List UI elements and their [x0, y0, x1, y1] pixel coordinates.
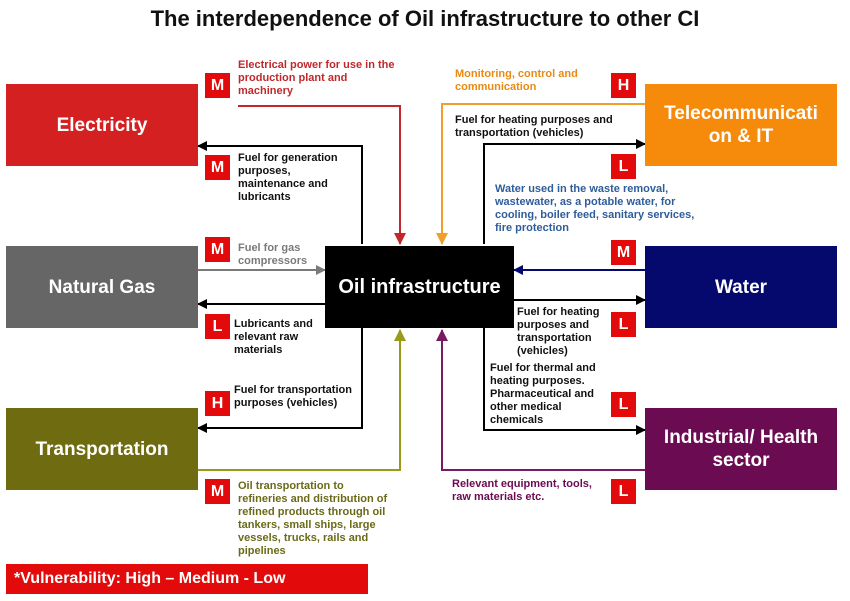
arrow-oil-to-telecom: [483, 139, 646, 244]
badge-gas-out: L: [205, 314, 230, 339]
label-ind-in: Relevant equipment, tools, raw materials…: [452, 478, 592, 503]
sector-natural-gas-label: Natural Gas: [48, 276, 156, 298]
badge-trans-out: H: [205, 391, 230, 416]
label-gas-out: Lubricants and relevant raw materials: [234, 318, 313, 356]
arrow-oil-to-electricity: [197, 141, 363, 244]
badge-gas-in: M: [205, 237, 230, 262]
label-ind-out: Fuel for thermal and heating purposes. P…: [490, 362, 596, 426]
sector-electricity: Electricity: [6, 84, 198, 166]
arrow-telecom-to-oil: [436, 103, 645, 245]
diagram-title: The interdependence of Oil infrastructur…: [150, 6, 700, 31]
badge-water-out: L: [611, 312, 636, 337]
sector-telecom: Telecommunicati on & IT: [645, 84, 837, 166]
badge-elec-in: M: [205, 73, 230, 98]
label-tele-out: Fuel for heating purposes and transporta…: [455, 114, 613, 139]
badge-water-in: M: [611, 240, 636, 265]
badge-elec-out: M: [205, 155, 230, 180]
sector-telecom-label: Telecommunicati on & IT: [664, 103, 818, 147]
label-gas-in: Fuel for gas compressors: [238, 242, 308, 267]
badge-ind-in: L: [611, 479, 636, 504]
oil-infrastructure-node: Oil infrastructure: [325, 246, 514, 328]
sector-industrial-label: Industrial/ Health sector: [663, 427, 819, 471]
label-trans-in: Oil transportation to refineries and dis…: [238, 480, 388, 557]
sector-water-label: Water: [714, 276, 768, 298]
vulnerability-legend: *Vulnerability: High – Medium - Low: [6, 564, 368, 594]
label-elec-out: Fuel for generation purposes, maintenanc…: [238, 152, 338, 203]
arrow-electricity-to-oil: [238, 105, 406, 245]
badge-trans-in: M: [205, 479, 230, 504]
label-trans-out: Fuel for transportation purposes (vehicl…: [234, 384, 352, 409]
sector-transportation: Transportation: [6, 408, 198, 490]
badge-tele-out: L: [611, 154, 636, 179]
arrow-industrial-to-oil: [436, 329, 645, 471]
label-tele-in: Monitoring, control and communication: [455, 68, 578, 93]
arrow-oil-to-industrial: [483, 328, 646, 435]
badge-ind-out: L: [611, 392, 636, 417]
arrow-oil-to-transportation: [197, 328, 363, 433]
label-water-out: Fuel for heating purposes and transporta…: [517, 306, 600, 357]
oil-infrastructure-label: Oil infrastructure: [338, 275, 501, 298]
label-water-in: Water used in the waste removal, wastewa…: [495, 183, 695, 234]
badge-tele-in: H: [611, 73, 636, 98]
sector-industrial: Industrial/ Health sector: [645, 408, 837, 490]
sector-electricity-label: Electricity: [56, 114, 148, 136]
sector-water: Water: [645, 246, 837, 328]
arrow-transportation-to-oil: [198, 329, 406, 471]
label-elec-in: Electrical power for use in the producti…: [238, 59, 395, 97]
sector-transportation-label: Transportation: [35, 438, 169, 460]
sector-natural-gas: Natural Gas: [6, 246, 198, 328]
